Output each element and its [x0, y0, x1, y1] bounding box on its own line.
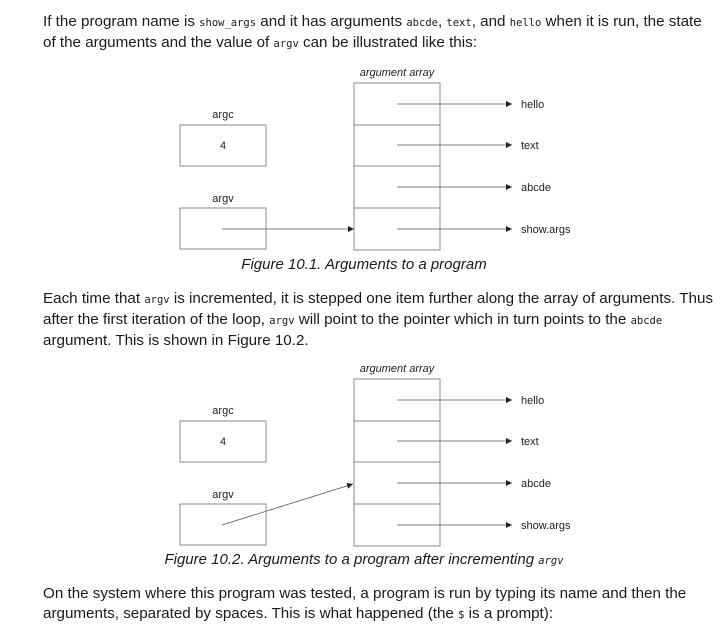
code-prompt: $	[458, 609, 465, 621]
argc-box	[179, 124, 267, 167]
argc-value: 4	[220, 436, 226, 448]
argument-array-label: argument array	[360, 67, 436, 79]
code-arg-hello: hello	[509, 17, 542, 29]
argv-pointer-arrow	[221, 482, 354, 526]
argument-array	[353, 378, 441, 547]
paragraph-intro: If the program name is show_args and it …	[43, 13, 702, 51]
argv-label: argv	[212, 193, 234, 205]
item-abcde: abcde	[521, 182, 551, 194]
paragraph-increment: Each time that argv is incremented, it i…	[43, 290, 713, 349]
figure-1-diagram: argument array hello text abcde show.arg…	[179, 67, 571, 251]
item-show-args: show.args	[521, 224, 571, 236]
item-hello: hello	[521, 99, 544, 111]
argc-box	[179, 420, 267, 463]
code-argv: argv	[273, 38, 299, 50]
item-abcde: abcde	[521, 478, 551, 490]
code-arg-text: text	[446, 17, 472, 29]
argv-label: argv	[212, 489, 234, 501]
argv-box	[179, 207, 267, 250]
item-hello: hello	[521, 395, 544, 407]
code-argv: argv	[144, 294, 170, 306]
argument-array	[353, 82, 441, 251]
paragraph-system: On the system where this program was tes…	[43, 585, 687, 622]
argv-box	[179, 503, 267, 546]
code-argv: argv	[538, 555, 564, 567]
item-show-args: show.args	[521, 520, 571, 532]
figure-2-diagram: argument array hello text abcde show.arg…	[179, 363, 571, 547]
argc-label: argc	[212, 405, 234, 417]
item-text: text	[521, 140, 539, 152]
pointer-arrows	[222, 101, 512, 232]
code-argv: argv	[269, 315, 295, 327]
pointer-arrows	[221, 397, 512, 528]
figure-2-caption: Figure 10.2. Arguments to a program afte…	[164, 551, 564, 568]
argc-label: argc	[212, 109, 234, 121]
code-arg-abcde: abcde	[630, 315, 663, 327]
code-program-name: show_args	[199, 17, 257, 29]
item-text: text	[521, 436, 539, 448]
code-arg-abcde: abcde	[406, 17, 438, 29]
figure-1-caption: Figure 10.1. Arguments to a program	[241, 256, 487, 273]
argc-value: 4	[220, 140, 226, 152]
argument-array-label: argument array	[360, 363, 436, 375]
